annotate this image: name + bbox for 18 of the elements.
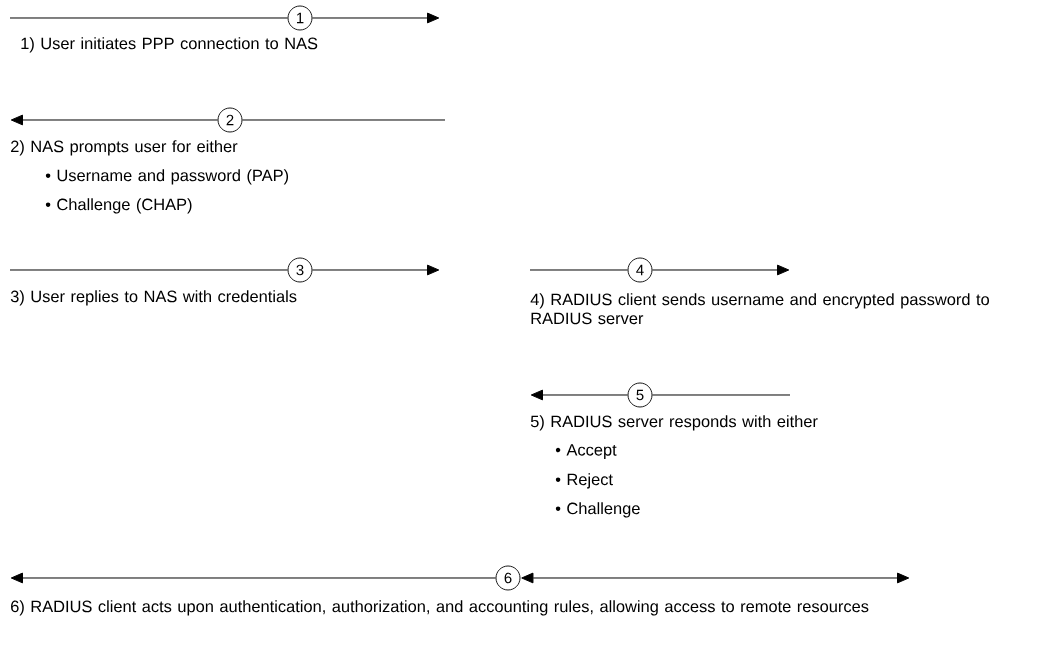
arrow <box>10 572 497 584</box>
step-description: • Reject <box>555 473 613 489</box>
step-description: 6) RADIUS client acts upon authentication, authorization, and accounting rules, allowing access to remote resources <box>11 600 869 616</box>
step-description: • Accept <box>555 444 617 459</box>
arrow <box>530 389 629 401</box>
step-description: • Username and password (PAP) <box>45 169 289 185</box>
step-description: 2) NAS prompts user for either <box>11 140 238 156</box>
step-description: 4) RADIUS client sends username and encrypted password to RADIUS server <box>530 293 989 325</box>
arrow <box>311 12 440 24</box>
step-description: 5) RADIUS server responds with either <box>530 415 818 431</box>
step-description: 1) User initiates PPP connection to NAS <box>21 37 318 53</box>
step-description: 3) User replies to NAS with credentials <box>10 290 297 306</box>
step-description: • Challenge <box>555 502 640 518</box>
arrow <box>10 114 219 126</box>
step-description: • Challenge (CHAP) <box>45 198 192 214</box>
arrow <box>311 264 440 276</box>
arrow <box>651 264 790 276</box>
arrow <box>521 572 910 584</box>
